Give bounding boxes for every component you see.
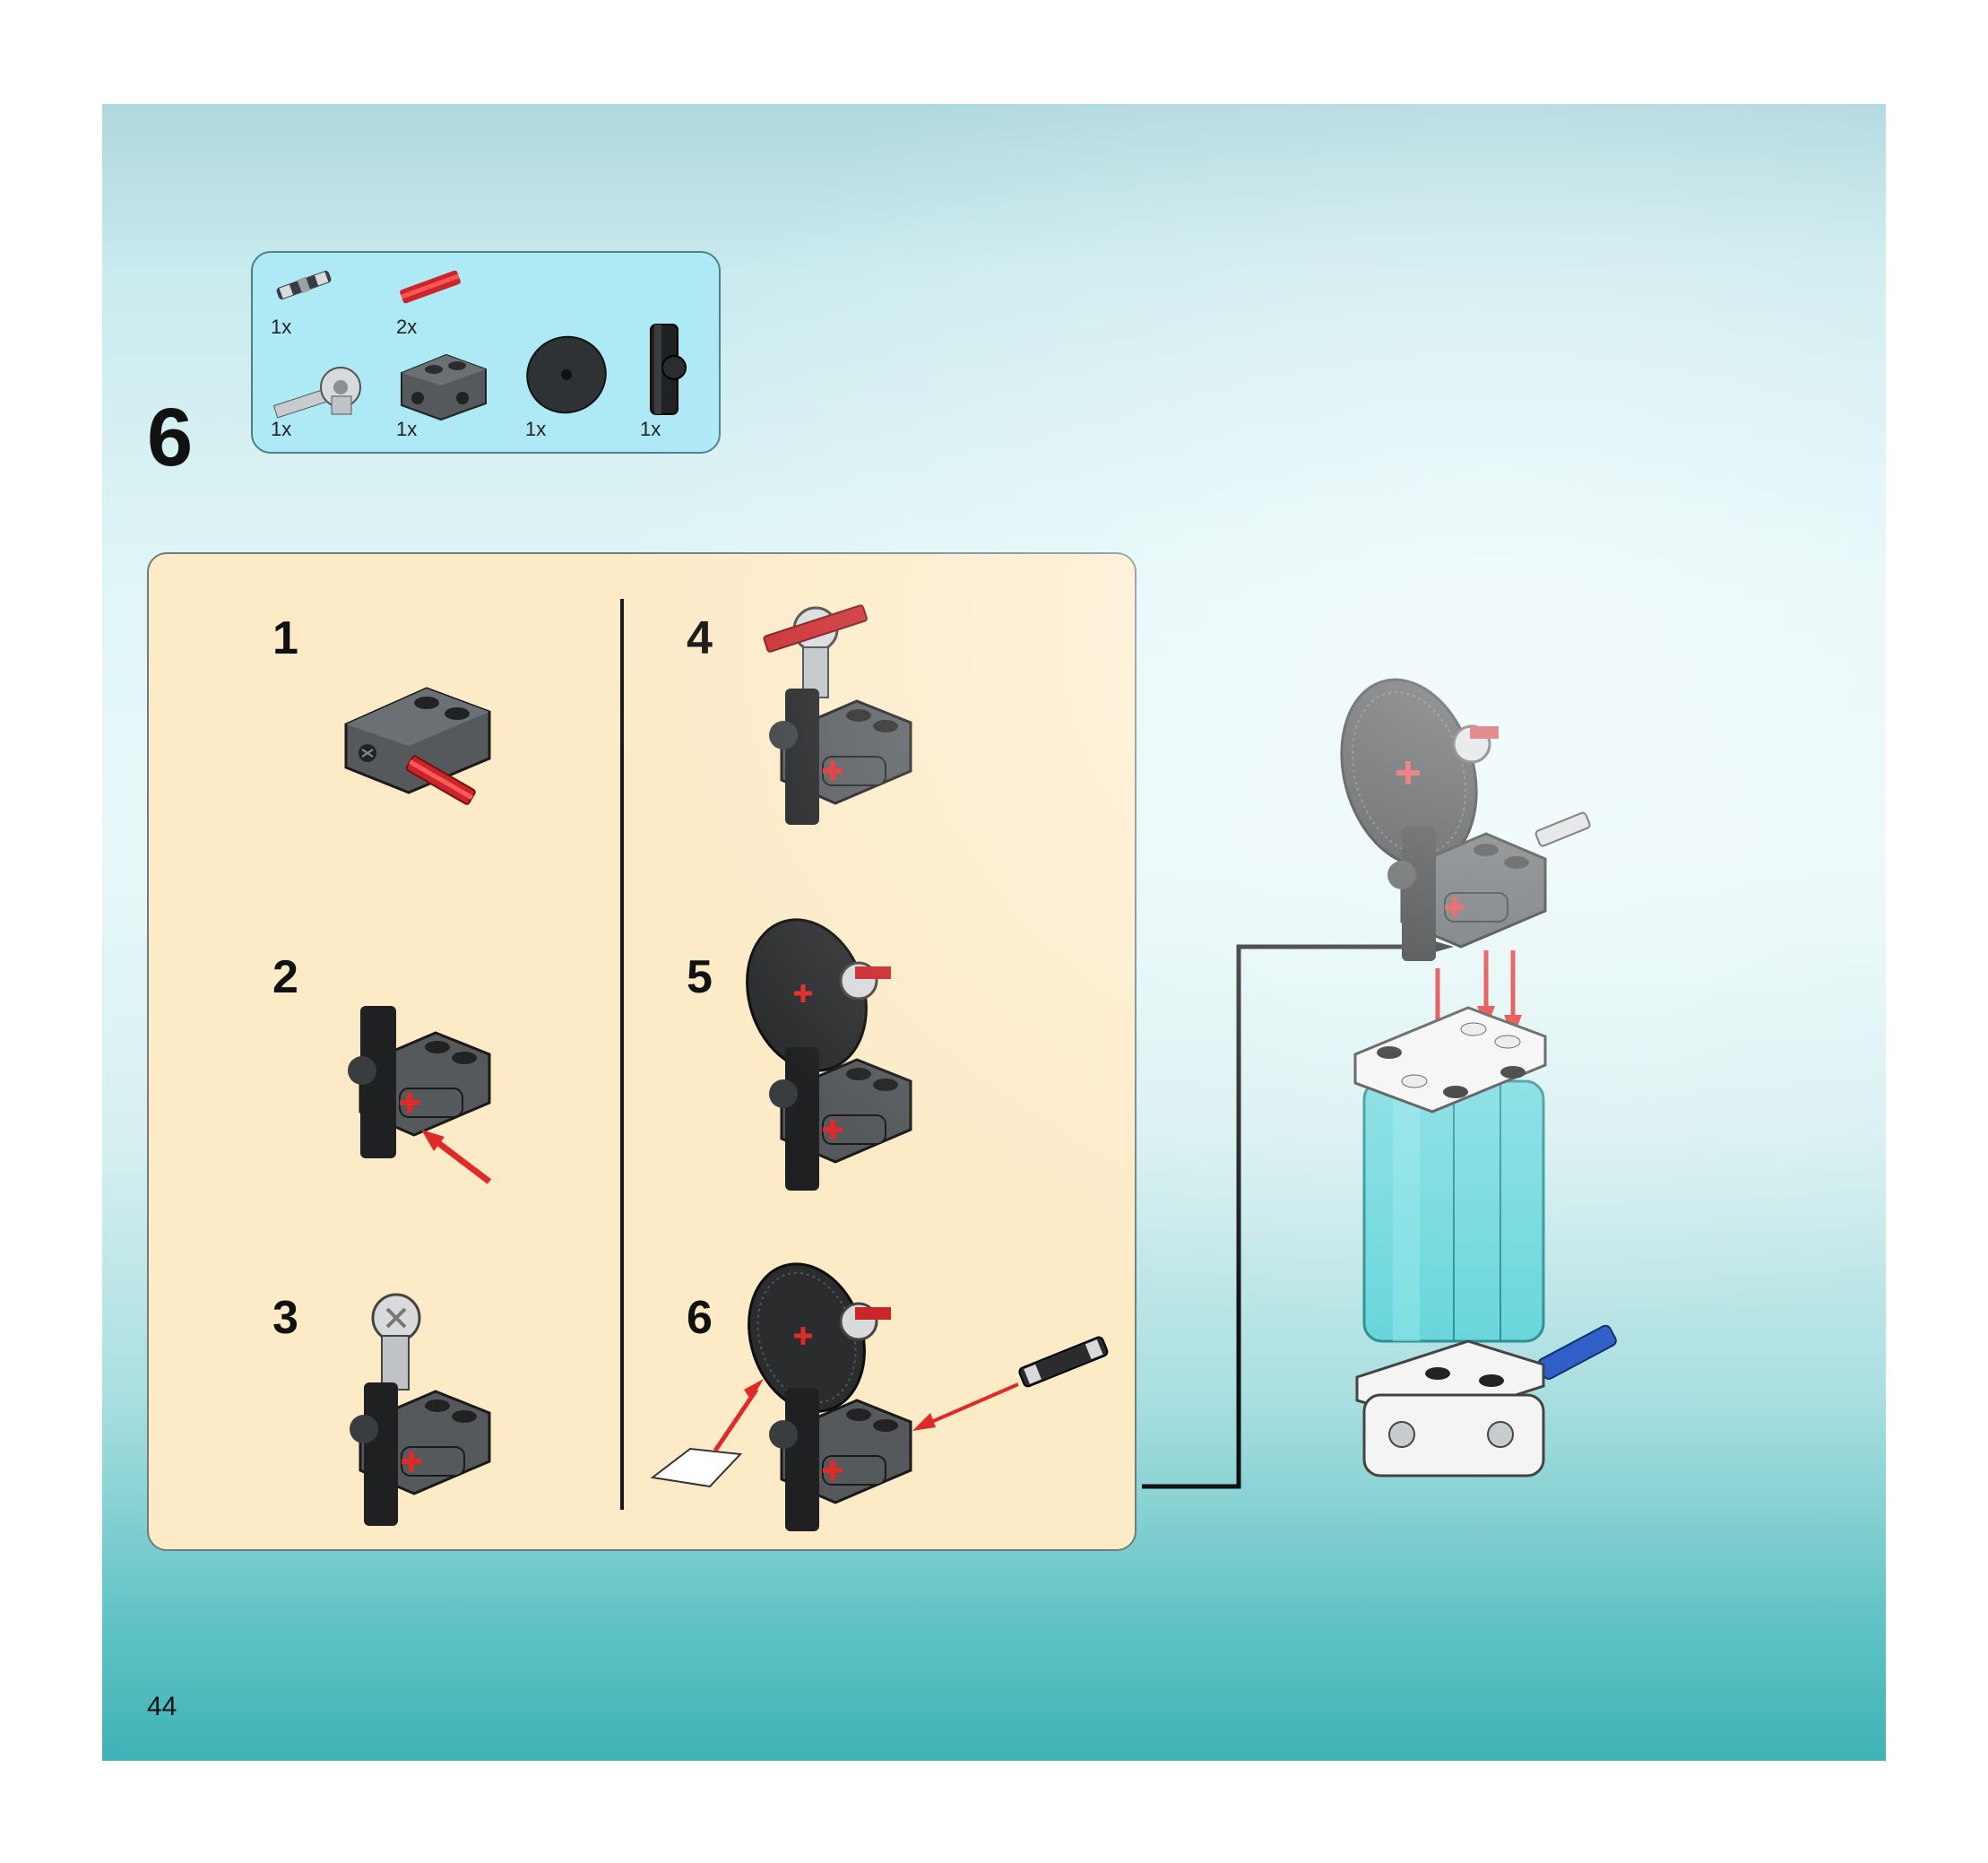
dark-grey-brick-icon — [393, 346, 491, 421]
sub-step-label: 4 — [687, 615, 713, 662]
part-qty: 2x — [396, 316, 417, 339]
sub-step-2-illustration — [337, 1002, 516, 1200]
main-model-illustration — [1321, 660, 1733, 1521]
sub-step-6-illustration — [651, 1253, 1117, 1540]
panel-divider — [620, 599, 624, 1510]
instruction-page: 1x 2x 1x 1x — [102, 104, 1886, 1761]
part-qty: 1x — [271, 316, 291, 339]
part-qty: 1x — [525, 418, 546, 441]
sub-step-label: 1 — [272, 615, 298, 662]
sub-step-5-illustration — [740, 913, 946, 1200]
sub-step-4-illustration — [758, 599, 938, 832]
black-disc-icon — [522, 330, 611, 420]
part-qty: 1x — [396, 418, 417, 441]
sub-step-3-illustration — [337, 1289, 516, 1531]
red-axle-icon — [394, 269, 466, 305]
sub-step-label: 3 — [272, 1295, 298, 1341]
black-axle-joiner-icon — [638, 319, 692, 420]
part-qty: 1x — [271, 418, 291, 441]
page-number: 44 — [147, 1692, 177, 1722]
part-qty: 1x — [640, 418, 661, 441]
sub-step-label: 5 — [687, 954, 713, 1001]
sub-step-label: 2 — [272, 954, 298, 1001]
axle-connector-icon — [271, 360, 369, 423]
sub-step-1-illustration — [337, 662, 516, 814]
grey-pin-icon — [272, 267, 335, 303]
step-number: 6 — [147, 396, 193, 479]
parts-list: 1x 2x 1x 1x — [251, 251, 721, 454]
sub-assembly-panel: 1 2 3 4 5 6 — [147, 552, 1137, 1551]
